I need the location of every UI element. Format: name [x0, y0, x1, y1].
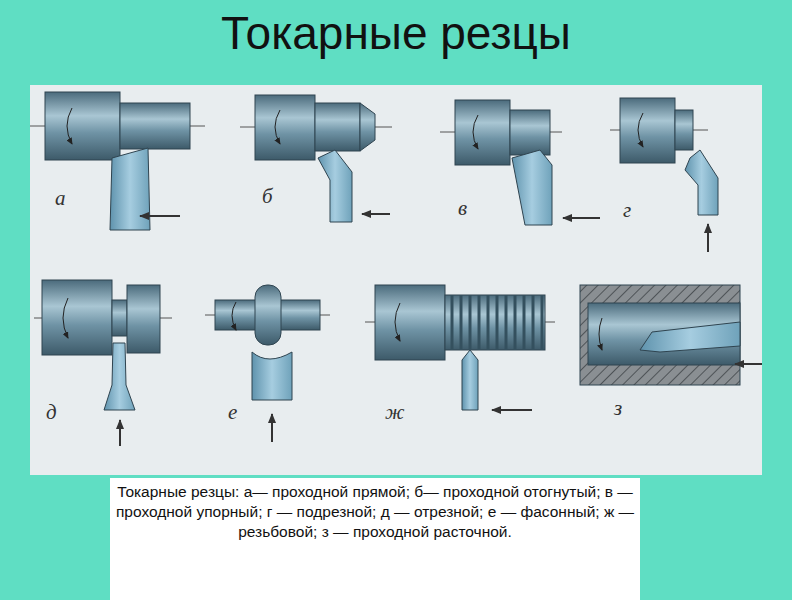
figure-caption: Токарные резцы: а— проходной прямой; б— … — [112, 482, 638, 541]
page-title: Токарные резцы — [0, 6, 792, 61]
figure-letter: в — [458, 198, 467, 219]
figure-letter: ж — [385, 402, 405, 423]
figure-letter: з — [614, 398, 622, 419]
figure-letter: г — [623, 200, 631, 221]
figure-letter: а — [55, 188, 66, 209]
figure-letter: е — [228, 402, 237, 423]
figure-letter: д — [46, 402, 57, 423]
figure-letter: б — [262, 186, 273, 207]
